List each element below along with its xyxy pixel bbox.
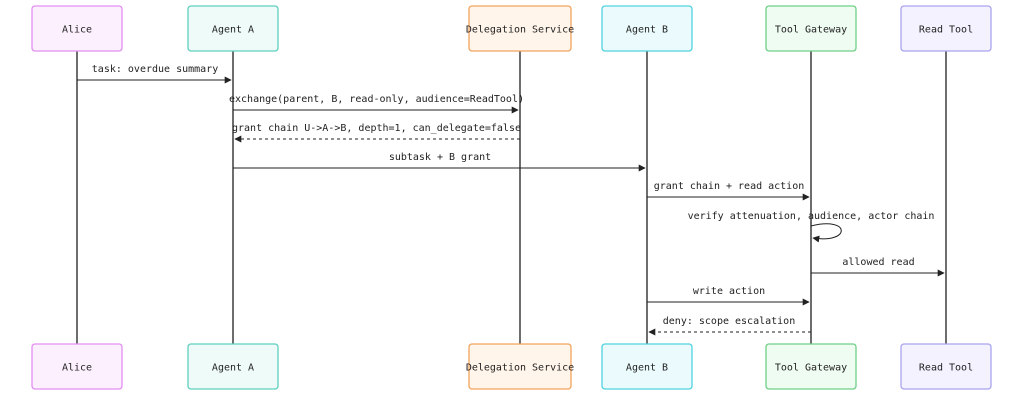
message-2: exchange(parent, B, read-only, audience=… bbox=[229, 94, 524, 114]
actor-agent-b-bottom: Agent B bbox=[601, 343, 693, 390]
actor-box bbox=[31, 343, 123, 390]
message-9: deny: scope escalation bbox=[648, 316, 811, 336]
message-label: subtask + B grant bbox=[389, 152, 491, 163]
actor-alice-bottom: Alice bbox=[31, 343, 123, 390]
message-1: task: overdue summary bbox=[77, 64, 232, 84]
actor-read-tool-bottom: Read Tool bbox=[900, 343, 992, 390]
actor-agent-a-bottom: Agent A bbox=[187, 343, 279, 390]
actor-label: Read Tool bbox=[919, 25, 973, 36]
message-4: subtask + B grant bbox=[233, 152, 646, 172]
actor-label: Agent A bbox=[212, 25, 254, 36]
actor-box bbox=[900, 343, 992, 390]
actor-label: Read Tool bbox=[919, 363, 973, 374]
actor-label: Agent B bbox=[626, 363, 668, 374]
message-label: grant chain + read action bbox=[654, 181, 805, 192]
actor-label: Agent A bbox=[212, 363, 254, 374]
message-label: exchange(parent, B, read-only, audience=… bbox=[229, 94, 524, 105]
actor-label: Tool Gateway bbox=[775, 363, 847, 374]
actor-read-tool-top: Read Tool bbox=[900, 5, 992, 52]
message-7: allowed read bbox=[811, 257, 945, 277]
actor-tool-gateway-bottom: Tool Gateway bbox=[765, 343, 857, 390]
actor-agent-b-top: Agent B bbox=[601, 5, 693, 52]
actor-agent-a-top: Agent A bbox=[187, 5, 279, 52]
actor-box bbox=[601, 343, 693, 390]
actor-label: Delegation Service bbox=[466, 363, 574, 374]
message-label: allowed read bbox=[842, 257, 914, 268]
message-5: grant chain + read action bbox=[647, 181, 810, 201]
actor-box bbox=[187, 343, 279, 390]
actor-box bbox=[468, 5, 572, 52]
actor-tool-gateway-top: Tool Gateway bbox=[765, 5, 857, 52]
message-label: write action bbox=[693, 286, 765, 297]
message-label: verify attenuation, audience, actor chai… bbox=[688, 211, 935, 222]
actor-label: Tool Gateway bbox=[775, 25, 847, 36]
message-8: write action bbox=[647, 286, 810, 306]
message-3: grant chain U->A->B, depth=1, can_delega… bbox=[232, 123, 521, 143]
self-message-arrow bbox=[810, 223, 842, 243]
actor-box bbox=[468, 343, 572, 390]
actor-label: Delegation Service bbox=[466, 25, 574, 36]
actor-box bbox=[187, 5, 279, 52]
actor-label: Alice bbox=[62, 25, 92, 36]
message-label: grant chain U->A->B, depth=1, can_delega… bbox=[232, 123, 521, 134]
actor-alice-top: Alice bbox=[31, 5, 123, 52]
message-6: verify attenuation, audience, actor chai… bbox=[688, 211, 935, 243]
actor-box bbox=[900, 5, 992, 52]
message-label: deny: scope escalation bbox=[663, 316, 795, 327]
actor-box bbox=[765, 343, 857, 390]
actor-label: Alice bbox=[62, 363, 92, 374]
actor-delegation-service-bottom: Delegation Service bbox=[466, 343, 574, 390]
actor-box bbox=[601, 5, 693, 52]
actor-label: Agent B bbox=[626, 25, 668, 36]
actor-box bbox=[765, 5, 857, 52]
message-label: task: overdue summary bbox=[92, 64, 218, 75]
actor-delegation-service-top: Delegation Service bbox=[466, 5, 574, 52]
actor-box bbox=[31, 5, 123, 52]
